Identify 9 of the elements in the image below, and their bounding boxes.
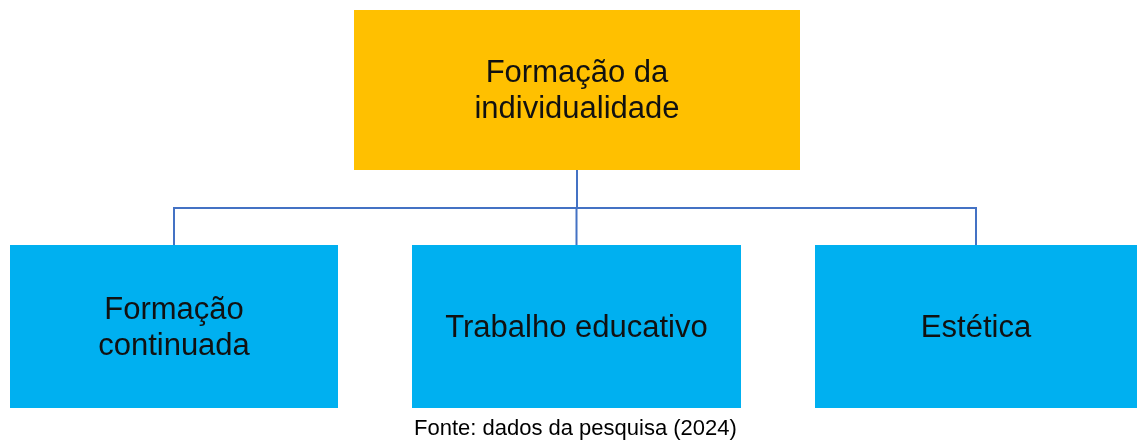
category-box [10, 245, 338, 408]
source-caption: Fonte: dados da pesquisa (2024) [414, 415, 737, 441]
root-box [354, 10, 800, 170]
box-label: Formação da individualidade [473, 54, 681, 126]
box-label: Trabalho educativo [445, 308, 708, 345]
box-label: Formação continuada [97, 290, 251, 363]
category-box [412, 245, 741, 408]
category-box [815, 245, 1137, 408]
box-label: Estética [920, 308, 1032, 345]
